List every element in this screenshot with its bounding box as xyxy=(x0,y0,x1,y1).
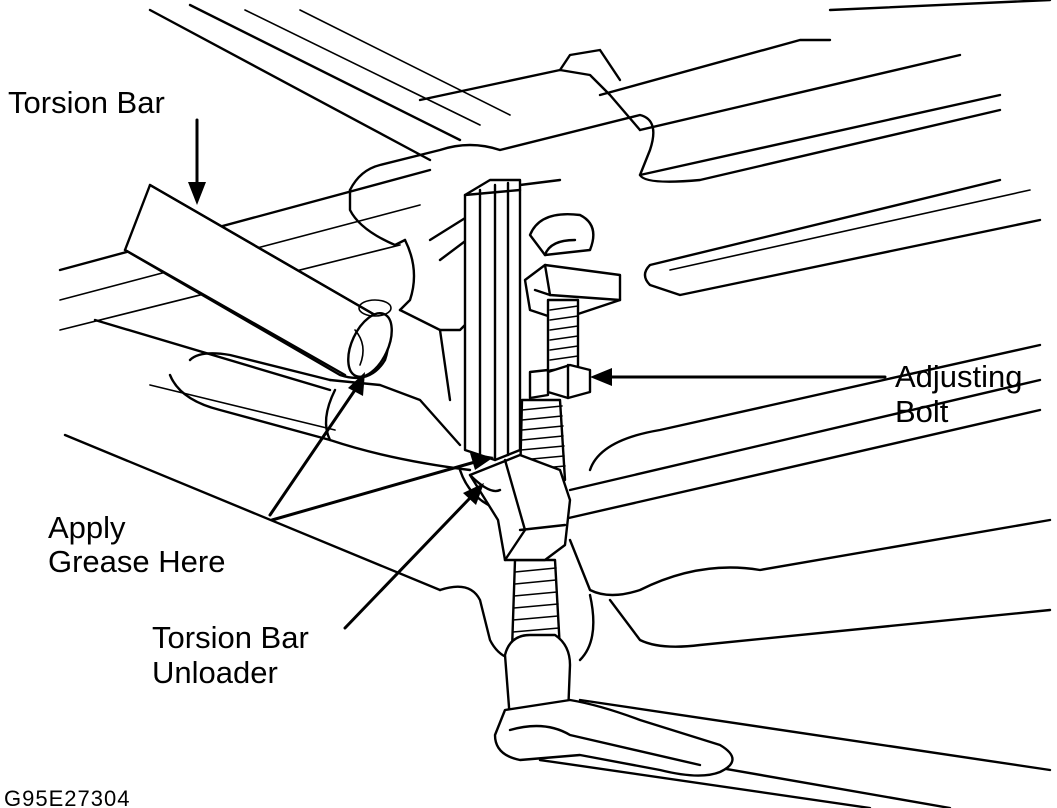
adjusting-bolt-leader xyxy=(590,368,887,386)
channel-post xyxy=(463,178,522,462)
torsion-bar-unloader-leader xyxy=(343,483,484,630)
apply-grease-label-line1: Apply xyxy=(48,510,126,545)
frame-body xyxy=(348,93,1042,312)
torsion-bar-unloader xyxy=(468,453,734,777)
figure-code: G95E27304 xyxy=(4,786,130,808)
adjusting-bolt xyxy=(523,213,622,400)
apply-grease-leader xyxy=(268,372,494,522)
unloader-label-line2: Unloader xyxy=(152,655,278,690)
adjusting-bolt-label-line1: Adjusting xyxy=(895,359,1023,394)
torsion-bar xyxy=(123,183,393,380)
adjusting-bolt-label-line2: Bolt xyxy=(895,394,949,429)
torsion-bar-label: Torsion Bar xyxy=(8,85,165,120)
unloader-label-line1: Torsion Bar xyxy=(152,620,309,655)
apply-grease-label-line2: Grease Here xyxy=(48,544,225,579)
torsion-bar-leader xyxy=(188,118,206,205)
frame-crossmember xyxy=(148,0,1052,162)
lower-frame xyxy=(58,168,1052,808)
